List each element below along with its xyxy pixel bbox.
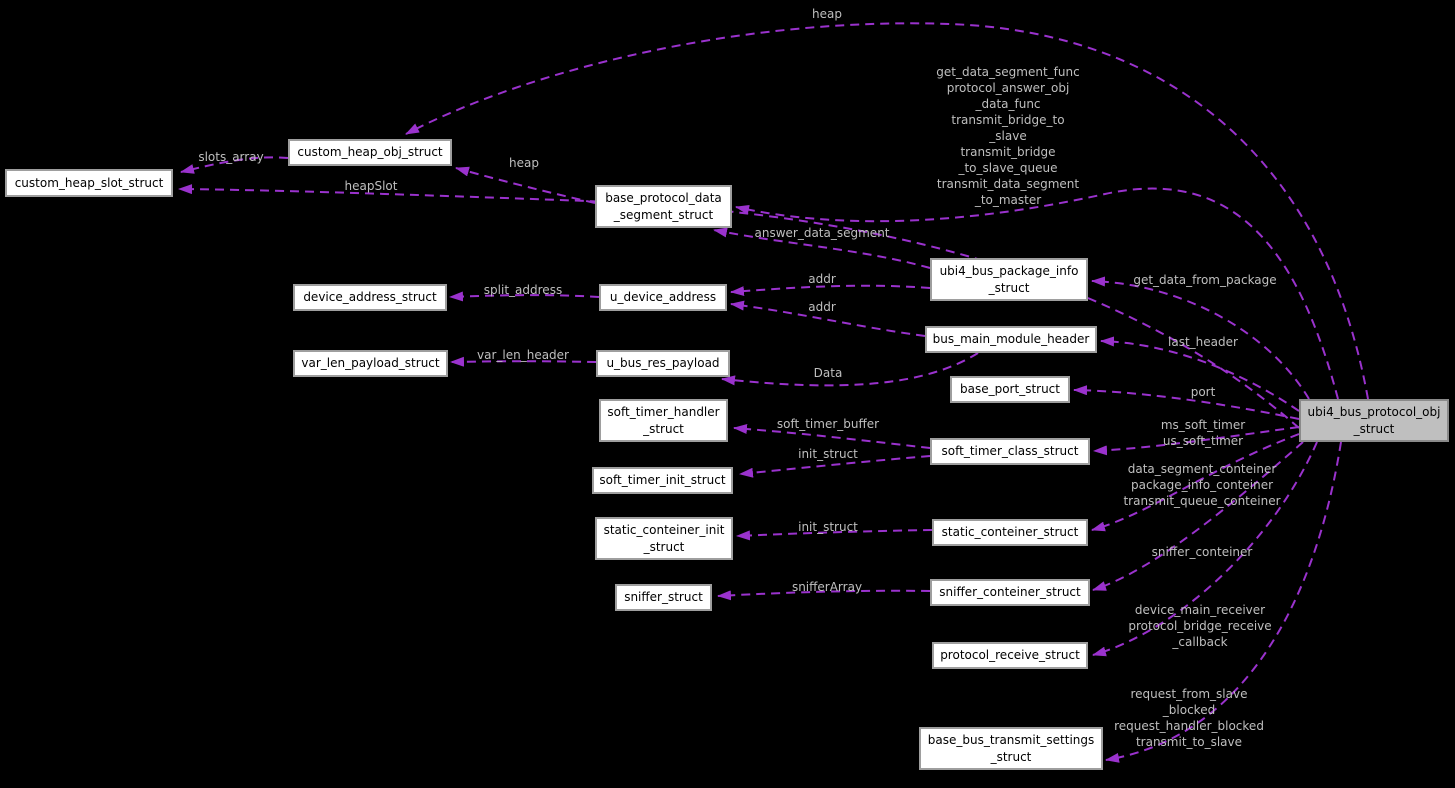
- edge-conteiners: [1091, 433, 1300, 532]
- node-static-conteiner-init-struct[interactable]: static_conteiner_init _struct: [595, 517, 733, 560]
- node-soft-timer-handler-struct[interactable]: soft_timer_handler _struct: [599, 399, 728, 442]
- node-device-address-struct[interactable]: device_address_struct: [293, 284, 447, 311]
- edge-addr-upper: [730, 284, 931, 297]
- edge-init-struct-static: [736, 529, 933, 541]
- node-base-port-struct[interactable]: base_port_struct: [950, 376, 1070, 403]
- node-sniffer-conteiner-struct[interactable]: sniffer_conteiner_struct: [930, 579, 1090, 606]
- node-ubi4-bus-protocol-obj-struct[interactable]: ubi4_bus_protocol_obj _struct: [1299, 399, 1449, 442]
- node-u-device-address[interactable]: u_device_address: [599, 284, 727, 311]
- node-sniffer-struct[interactable]: sniffer_struct: [615, 584, 712, 611]
- edge-sniffer-array: [717, 589, 931, 601]
- node-soft-timer-init-struct[interactable]: soft_timer_init_struct: [592, 467, 733, 494]
- edge-transmit-settings: [1105, 441, 1342, 763]
- node-base-protocol-data-segment-struct[interactable]: base_protocol_data _segment_struct: [595, 185, 732, 228]
- edge-heap-top: [405, 22, 1369, 400]
- edge-heap-mid: [455, 166, 596, 204]
- node-var-len-payload-struct[interactable]: var_len_payload_struct: [293, 350, 448, 377]
- node-custom-heap-slot-struct[interactable]: custom_heap_slot_struct: [5, 169, 173, 197]
- edge-answer-data-segment: [713, 227, 931, 269]
- node-protocol-receive-struct[interactable]: protocol_receive_struct: [932, 642, 1088, 669]
- edge-addr-lower: [730, 300, 926, 337]
- edge-split-address: [449, 291, 600, 302]
- node-bus-main-module-header[interactable]: bus_main_module_header: [925, 326, 1097, 353]
- edge-sniffer-conteiner: [1092, 441, 1304, 591]
- node-u-bus-res-payload[interactable]: u_bus_res_payload: [596, 350, 730, 377]
- edge-get-data-from-package: [1091, 276, 1310, 400]
- edge-slots-array: [180, 156, 289, 174]
- node-static-conteiner-struct[interactable]: static_conteiner_struct: [932, 519, 1088, 546]
- edge-protocol-funcs: [735, 187, 1339, 400]
- edge-soft-timer-buffer: [733, 423, 931, 449]
- node-base-bus-transmit-settings-struct[interactable]: base_bus_transmit_settings _struct: [919, 727, 1103, 770]
- edge-var-len-header: [450, 356, 597, 367]
- node-custom-heap-obj-struct[interactable]: custom_heap_obj_struct: [288, 139, 452, 166]
- edge-receive-callbacks: [1092, 441, 1318, 657]
- node-soft-timer-class-struct[interactable]: soft_timer_class_struct: [930, 438, 1090, 465]
- edge-soft-timers: [1093, 426, 1300, 456]
- edge-init-struct-timer: [739, 455, 931, 478]
- edge-data: [721, 352, 979, 387]
- edge-port: [1073, 385, 1300, 420]
- node-ubi4-bus-package-info-struct[interactable]: ubi4_bus_package_info _struct: [930, 258, 1088, 301]
